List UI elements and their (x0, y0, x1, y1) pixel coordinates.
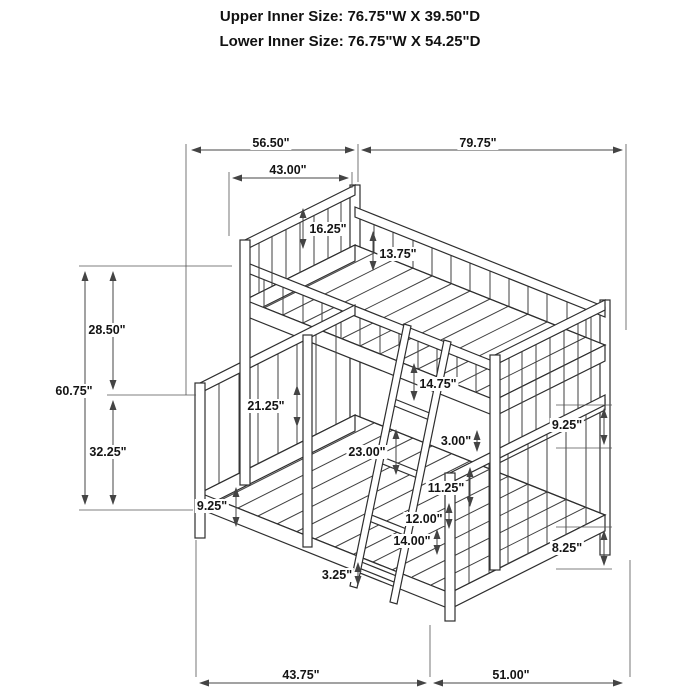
dimension-label-32-25: 32.25" (87, 445, 129, 459)
dimension-label-79-75: 79.75" (457, 136, 499, 150)
dimension-label-16-25: 16.25" (307, 222, 349, 236)
dimension-label-3-25: 3.25" (319, 568, 355, 582)
dimension-label-56-50: 56.50" (250, 136, 292, 150)
lower-inner-size-text: Lower Inner Size: 76.75"W X 54.25"D (219, 33, 481, 50)
dimension-label-43-00: 43.00" (267, 163, 309, 177)
dimension-label-11-25: 11.25" (425, 481, 467, 495)
front-posts-group (194, 239, 501, 622)
dimension-label-51-00: 51.00" (490, 668, 532, 682)
dimension-label-28-50: 28.50" (86, 323, 128, 337)
dimension-label-14-75: 14.75" (417, 377, 459, 391)
dimension-label-14-00: 14.00" (391, 534, 433, 548)
dimension-label-21-25: 21.25" (245, 399, 287, 413)
dimension-label-23-00: 23.00" (346, 445, 388, 459)
upper-inner-size-text: Upper Inner Size: 76.75"W X 39.50"D (219, 8, 481, 25)
dimension-label-43-75: 43.75" (280, 668, 322, 682)
dimension-label-60-75: 60.75" (53, 384, 95, 398)
dimension-label-9-25-left: 9.25" (194, 499, 230, 513)
dimension-label-12-00: 12.00" (403, 512, 445, 526)
dimension-label-9-25-right: 9.25" (549, 418, 585, 432)
dimension-label-13-75: 13.75" (377, 247, 419, 261)
dimension-label-3-00: 3.00" (438, 434, 474, 448)
dimension-label-8-25: 8.25" (549, 541, 585, 555)
dimension-lines-group (79, 144, 631, 687)
